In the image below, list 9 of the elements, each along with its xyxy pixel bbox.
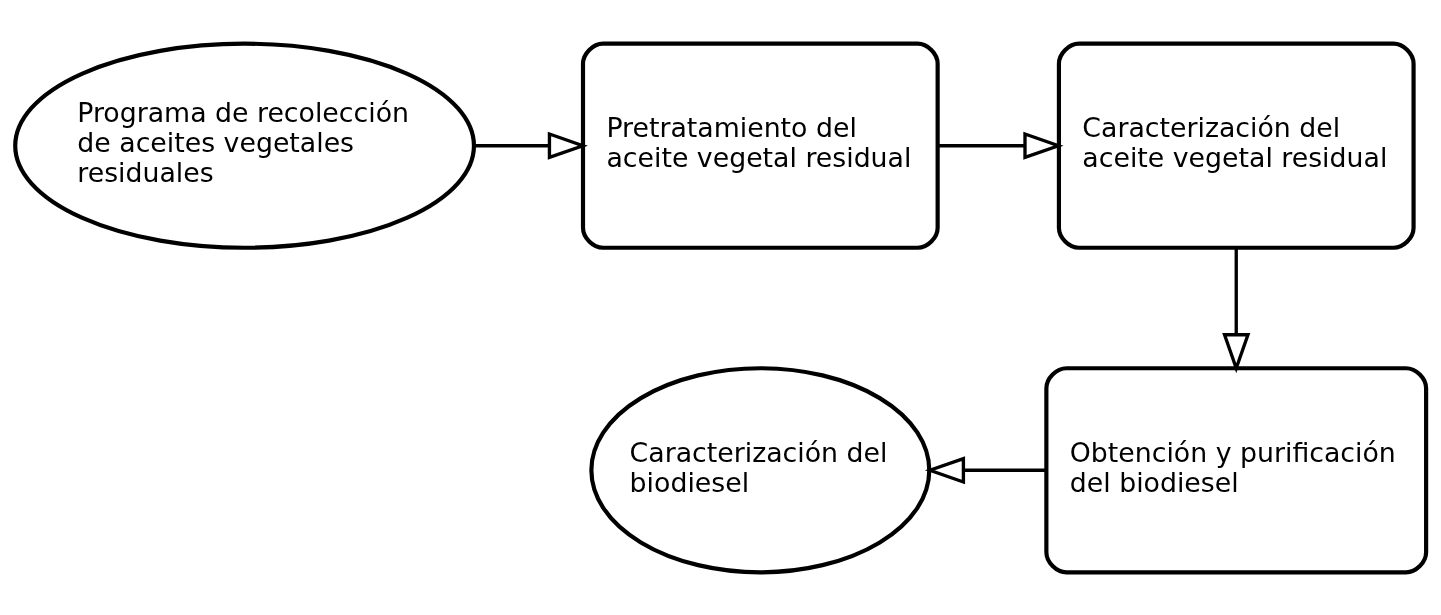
arrow <box>938 131 1064 160</box>
node-ellipse: Caracterización del biodiesel <box>589 365 932 574</box>
arrow <box>924 455 1047 484</box>
arrow <box>1222 247 1251 373</box>
node-box: Caracterización del aceite vegetal residual <box>1056 41 1416 250</box>
node-box: Pretratamiento del aceite vegetal residual <box>580 41 940 250</box>
node-box: Obtención y purificación del biodiesel <box>1044 365 1429 574</box>
node-ellipse: Programa de recolección de aceites vegetales residuales <box>13 41 477 250</box>
arrow <box>474 131 588 160</box>
